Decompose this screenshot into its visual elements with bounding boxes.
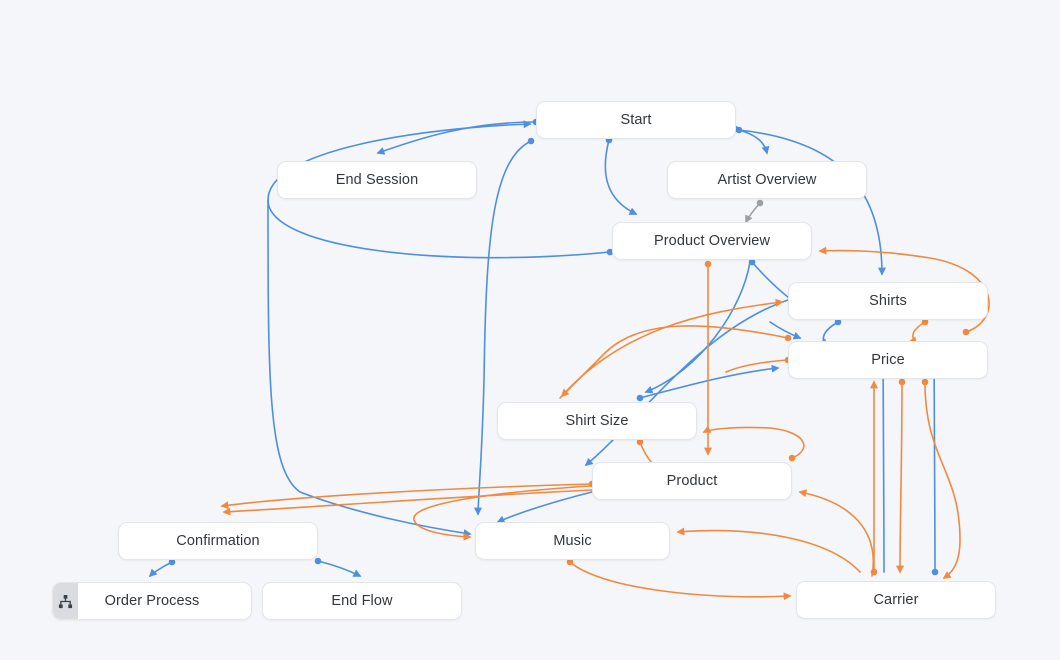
edge-loop-to-music: [267, 199, 472, 538]
edge-carrier-to-price: [930, 346, 939, 573]
node-order-process[interactable]: Order Process: [52, 582, 252, 620]
node-price[interactable]: Price: [788, 341, 988, 379]
edge-product-to-confirmation: [220, 483, 593, 510]
edge-artist-overview-to-product-overview: [745, 202, 761, 224]
node-label: Product Overview: [653, 232, 771, 249]
edge-start-to-end-session: [376, 121, 537, 155]
edge-music-to-carrier: [569, 561, 792, 601]
edge-price-to-shirts: [769, 321, 802, 340]
node-label: Order Process: [104, 592, 200, 609]
edge-product-to-music: [496, 491, 593, 523]
node-label: End Session: [335, 171, 419, 188]
node-label: Artist Overview: [717, 171, 817, 188]
edge-product-to-shirt-size: [702, 425, 805, 459]
node-shirts[interactable]: Shirts: [788, 282, 988, 320]
edge-start-to-artist-overview: [734, 128, 770, 155]
edge-price-left-stub: [725, 359, 789, 373]
node-artist-overview[interactable]: Artist Overview: [667, 161, 867, 199]
node-shirt-size[interactable]: Shirt Size: [497, 402, 697, 440]
node-label: Carrier: [873, 591, 919, 608]
edge-start-to-music: [474, 140, 532, 516]
edge-carrier-to-product: [798, 489, 875, 577]
edge-start-to-product-overview: [604, 139, 638, 215]
edge-price-to-shirt-size: [560, 325, 789, 398]
node-music[interactable]: Music: [475, 522, 670, 560]
edge-shirts-to-product: [584, 299, 789, 467]
node-label: End Flow: [331, 592, 393, 609]
node-label: Price: [871, 351, 905, 368]
edge-confirmation-to-end-flow: [317, 560, 362, 577]
edge-product-left-sweep: [222, 489, 593, 516]
edge-shirt-size-to-price: [639, 364, 780, 399]
node-carrier[interactable]: Carrier: [796, 581, 996, 619]
edge-carrier-to-price-2: [879, 346, 888, 573]
node-end-flow[interactable]: End Flow: [262, 582, 462, 620]
node-label: Music: [553, 532, 592, 549]
node-product[interactable]: Product: [592, 462, 792, 500]
node-label: Start: [620, 111, 652, 128]
edge-group-gray: [745, 199, 764, 224]
edge-product-overview-to-shirt-size: [644, 261, 751, 394]
node-label: Confirmation: [176, 532, 260, 549]
hierarchy-icon: [53, 583, 78, 619]
node-confirmation[interactable]: Confirmation: [118, 522, 318, 560]
edge-shirt-size-to-shirts: [559, 298, 784, 399]
edge-price-to-carrier-2: [896, 381, 905, 574]
node-label: Shirt Size: [565, 412, 629, 429]
edge-price-to-carrier: [924, 381, 961, 579]
node-product-overview[interactable]: Product Overview: [612, 222, 812, 260]
node-label: Shirts: [869, 292, 907, 309]
edge-carrier-to-music: [676, 527, 861, 573]
node-label: Product: [666, 472, 718, 489]
edge-confirmation-to-order-process: [148, 561, 173, 578]
node-start[interactable]: Start: [536, 101, 736, 139]
node-end-session[interactable]: End Session: [277, 161, 477, 199]
